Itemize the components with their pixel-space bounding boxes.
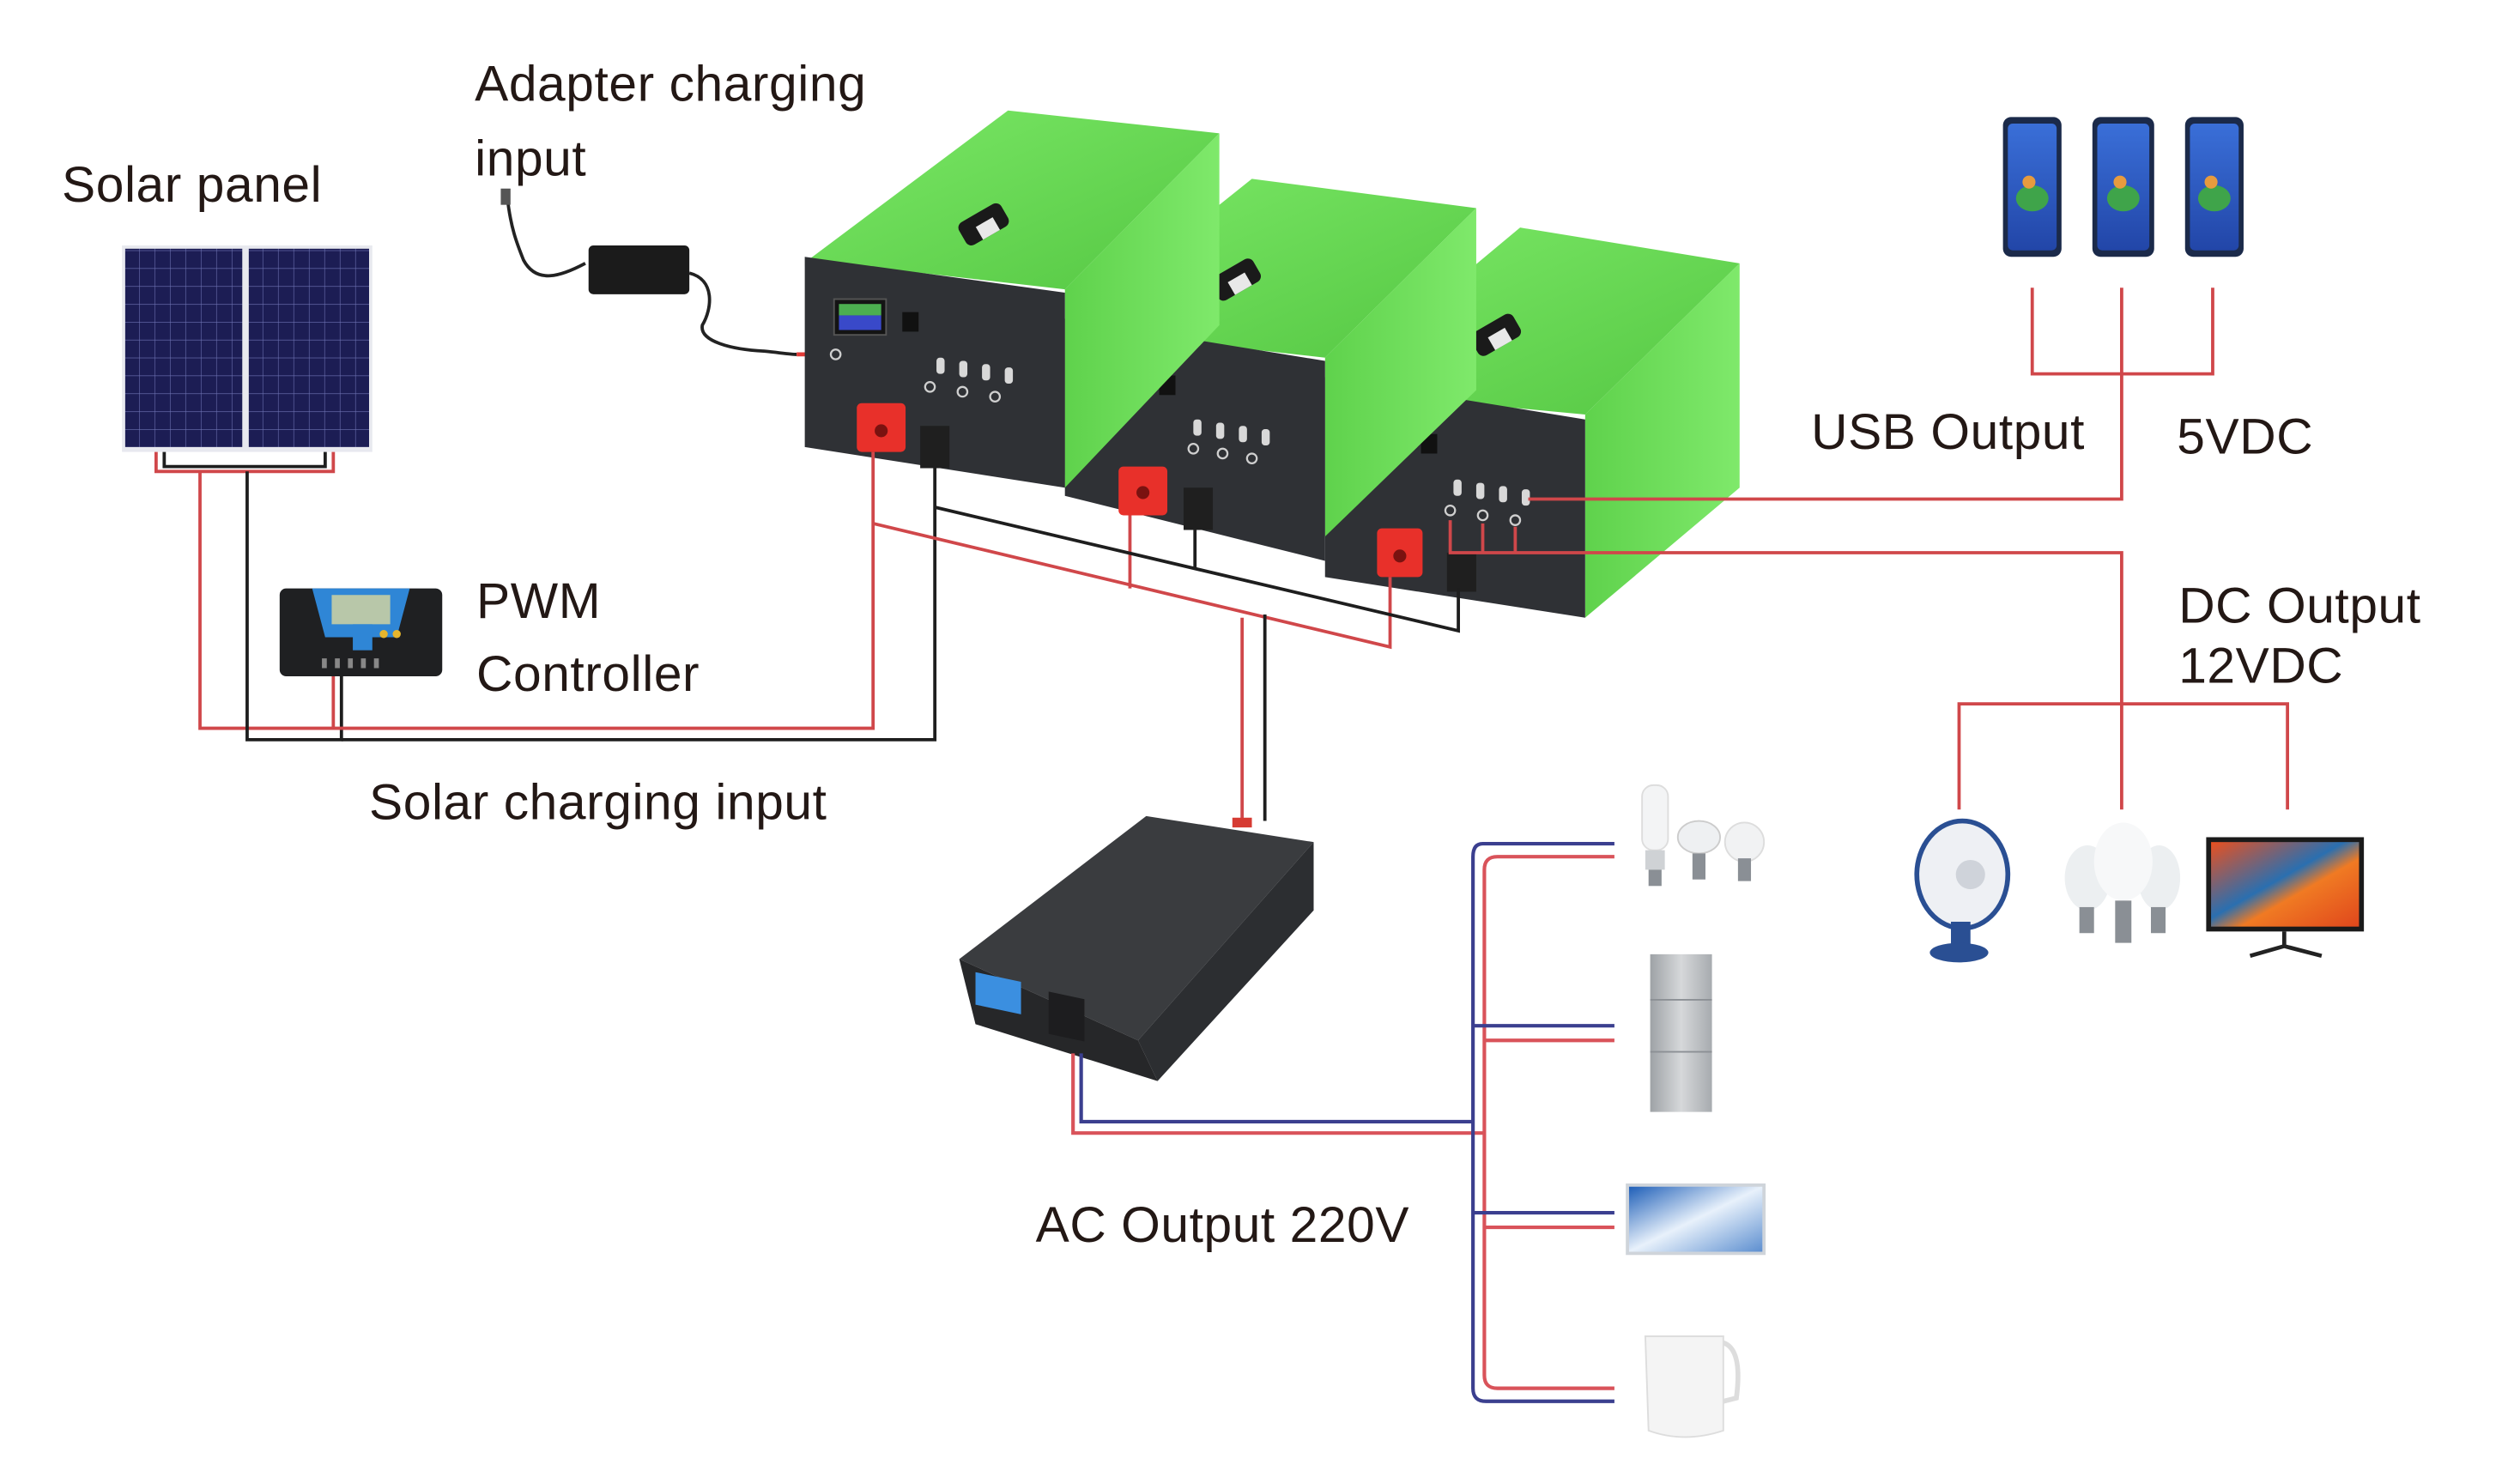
solar-panel-wires [154, 451, 343, 742]
dc-output-label-line2: 12VDC [2178, 639, 2343, 694]
solar-charging-input-label: Solar charging input [369, 775, 827, 831]
television-icon [1626, 1183, 1766, 1256]
solar-panel [122, 245, 373, 452]
phones [2002, 117, 2244, 257]
usb-output-label: USB Output [1811, 404, 2085, 460]
solar-panel-label: Solar panel [62, 157, 322, 213]
ac-output-label: AC Output 220V [1036, 1197, 1409, 1253]
dc-output-wiring [1448, 520, 2289, 810]
electric-kettle-icon [1644, 1335, 1741, 1438]
usb-output-wiring [1528, 288, 2214, 501]
light-bulbs-icon [1641, 784, 1766, 887]
usb-voltage-label: 5VDC [2177, 409, 2313, 464]
phone-icon [2002, 117, 2062, 257]
pwm-label-line2: Controller [476, 646, 700, 702]
dc-output-label-line1: DC Output [2178, 578, 2420, 633]
pwm-controller [279, 588, 443, 676]
refrigerator-icon [1650, 953, 1712, 1112]
battery-unit-1 [804, 110, 1220, 488]
inverter [959, 815, 1314, 1081]
adapter-label-line2: input [475, 131, 586, 187]
pwm-label-line1: PWM [476, 573, 601, 629]
monitor-icon [2206, 837, 2365, 959]
table-fan-icon [1914, 818, 2011, 963]
phone-icon [2184, 117, 2244, 257]
led-bulbs-icon [2064, 822, 2181, 943]
battery-bus-wiring [333, 451, 1460, 821]
phone-icon [2092, 117, 2154, 257]
adapter-label-line1: Adapter charging [475, 56, 866, 112]
adapter-charger [500, 188, 830, 357]
ac-output-wiring [1071, 841, 1614, 1403]
